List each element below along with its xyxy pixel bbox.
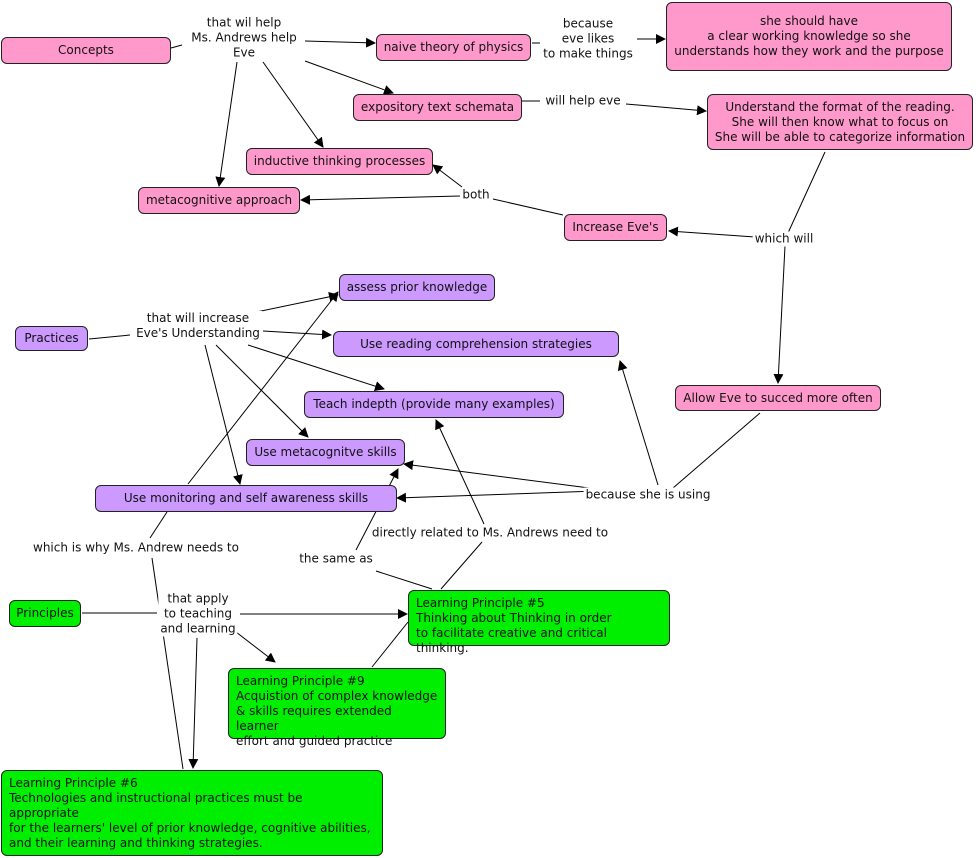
node-learning-principle-5[interactable]: Learning Principle #5 Thinking about Thi… xyxy=(408,590,670,655)
link-label-directly-related: directly related to Ms. Andrews need to xyxy=(369,525,611,541)
node-allow-eve[interactable]: Allow Eve to succed more often xyxy=(675,385,881,411)
connector-arrow xyxy=(215,61,238,187)
connector-line xyxy=(672,412,761,489)
link-label-both: both xyxy=(460,187,492,203)
connector-line xyxy=(88,334,131,340)
connector-arrow xyxy=(304,37,376,48)
link-label-increase-understanding: that will increase Eve's Understanding xyxy=(134,311,262,341)
connector-line xyxy=(375,570,433,590)
connector-arrow xyxy=(773,245,786,384)
node-increase-eve[interactable]: Increase Eve's xyxy=(564,214,667,241)
link-label-apply: that apply to teaching and learning xyxy=(158,591,238,637)
connector-line xyxy=(371,621,409,668)
node-learning-principle-9[interactable]: Learning Principle #9 Acquistion of comp… xyxy=(228,668,446,748)
link-label-which-is-why: which is why Ms. Andrew needs to xyxy=(31,540,241,556)
connector-arrow xyxy=(188,637,199,769)
connector-arrow xyxy=(625,103,707,116)
node-monitoring-skills[interactable]: Use monitoring and self awareness skills xyxy=(95,485,397,512)
connector-arrow xyxy=(432,164,463,188)
connector-arrow xyxy=(617,360,659,486)
connector-arrow xyxy=(435,419,485,525)
node-practices[interactable]: Practices xyxy=(15,326,88,351)
connector-arrow xyxy=(304,60,394,95)
link-label-will-help: will help eve xyxy=(543,93,623,109)
node-teach-indepth[interactable]: Teach indepth (provide many examples) xyxy=(304,391,564,418)
link-label-which-will: which will xyxy=(752,231,816,247)
connector-line xyxy=(787,151,826,234)
node-understand-format[interactable]: Understand the format of the reading. Sh… xyxy=(707,94,973,150)
link-label-because-using: because she is using xyxy=(583,487,713,503)
connector-arrow xyxy=(403,460,598,490)
link-label-help: that wil help Ms. Andrews help Eve xyxy=(189,15,299,61)
connector-line xyxy=(170,44,183,49)
connector-arrow xyxy=(204,344,243,485)
connector-arrow xyxy=(262,329,332,340)
node-reading-strategies[interactable]: Use reading comprehension strategies xyxy=(333,331,619,357)
connector-line xyxy=(151,557,184,770)
connector-arrow xyxy=(396,490,598,503)
link-label-same-as: the same as xyxy=(297,551,375,567)
connector-arrow xyxy=(187,291,339,485)
connector-arrow xyxy=(300,194,461,205)
connector-arrow xyxy=(262,61,324,148)
node-naive-theory[interactable]: naive theory of physics xyxy=(376,34,531,61)
node-assess-prior[interactable]: assess prior knowledge xyxy=(339,274,495,301)
node-concepts[interactable]: Concepts xyxy=(1,37,171,64)
connector-line xyxy=(492,198,564,216)
node-learning-principle-6[interactable]: Learning Principle #6 Technologies and i… xyxy=(1,770,383,856)
node-metacognitive-approach[interactable]: metacognitive approach xyxy=(138,187,300,214)
node-inductive-thinking[interactable]: inductive thinking processes xyxy=(246,148,433,175)
connector-line xyxy=(149,511,168,539)
node-working-knowledge[interactable]: she should have a clear working knowledg… xyxy=(666,2,952,71)
connector-arrow xyxy=(215,344,309,438)
node-principles[interactable]: Principles xyxy=(9,600,81,627)
connector-arrow xyxy=(235,631,276,663)
connector-arrow xyxy=(247,344,385,391)
connector-arrow xyxy=(246,291,339,315)
node-metacognitive-skills[interactable]: Use metacognitve skills xyxy=(246,439,405,466)
connector-arrow xyxy=(668,226,756,238)
node-expository-text[interactable]: expository text schemata xyxy=(353,94,522,121)
connector-line xyxy=(440,541,483,590)
link-label-because-likes: because eve likes to make things xyxy=(541,16,635,62)
